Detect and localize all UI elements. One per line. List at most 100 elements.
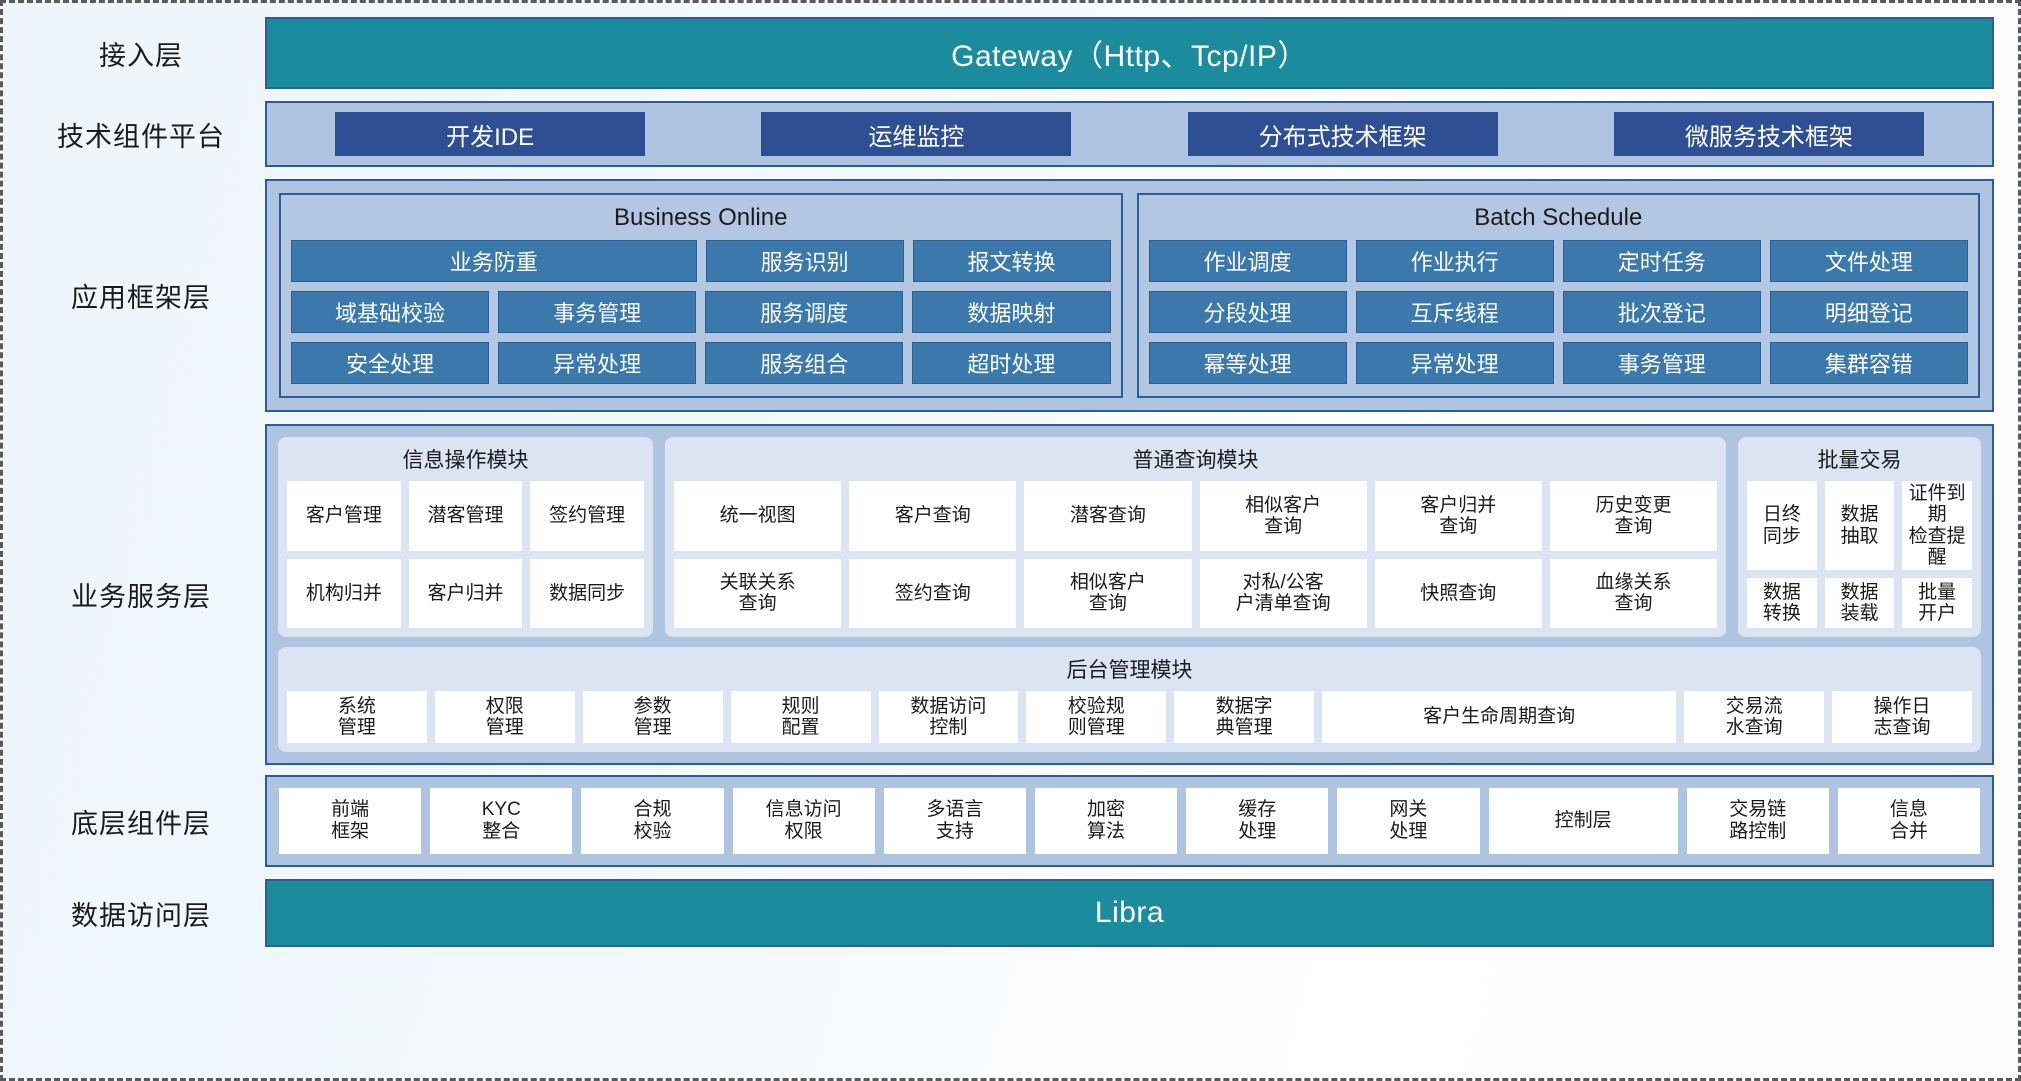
mod-cell-query-2-2[interactable]: 签约查询 [849, 558, 1017, 629]
fw-cell-bo-1-1[interactable]: 业务防重 [291, 240, 697, 282]
fw-cell-bo-1-2[interactable]: 服务识别 [705, 240, 904, 282]
module-grid-batch-transaction: 日终同步 数据抽取 证件到期检查提醒 数据转换 数据装载 批量开户 [1747, 481, 1973, 629]
mod-cell-info-1-1[interactable]: 客户管理 [287, 481, 401, 551]
admin-cell-data-access-control[interactable]: 数据访问控制 [878, 691, 1019, 744]
app-framework-container: Business Online 业务防重 服务识别 报文转换 域基础校验 事务管… [265, 179, 1994, 412]
fw-cell-bs-1-4[interactable]: 文件处理 [1769, 240, 1968, 282]
layer-data-access: 数据访问层 Libra [17, 879, 1994, 948]
fw-cell-bo-3-1[interactable]: 安全处理 [291, 342, 490, 384]
fw-cell-bs-3-3[interactable]: 事务管理 [1562, 342, 1761, 384]
mod-cell-info-1-2[interactable]: 潜客管理 [408, 481, 523, 551]
gateway-bar[interactable]: Gateway（Http、Tcp/IP） [265, 17, 1994, 89]
libra-bar[interactable]: Libra [265, 879, 1994, 948]
admin-cell-customer-lifecycle-query[interactable]: 客户生命周期查询 [1322, 691, 1677, 744]
mod-cell-query-1-3[interactable]: 潜客查询 [1024, 481, 1192, 551]
mod-cell-query-1-1[interactable]: 统一视图 [674, 481, 842, 551]
base-cell-transaction-chain-control[interactable]: 交易链路控制 [1686, 788, 1829, 855]
business-modules-row: 信息操作模块 客户管理 潜客管理 签约管理 机构归并 客户归并 数据同步 [278, 437, 1981, 638]
mod-cell-info-2-1[interactable]: 机构归并 [287, 558, 401, 629]
module-admin-management: 后台管理模块 系统管理 权限管理 参数管理 规则配置 数据访问控制 校验规则管理… [278, 647, 1981, 753]
fw-cell-bo-2-1[interactable]: 域基础校验 [291, 291, 490, 333]
mod-cell-info-2-3[interactable]: 数据同步 [530, 558, 645, 629]
mod-cell-query-1-6[interactable]: 历史变更查询 [1549, 481, 1718, 551]
fw-cell-bo-2-4[interactable]: 数据映射 [912, 291, 1111, 333]
mod-cell-batch-2-3[interactable]: 批量开户 [1902, 578, 1973, 629]
mod-cell-batch-2-1[interactable]: 数据转换 [1747, 578, 1817, 629]
fw-cell-bs-2-4[interactable]: 明细登记 [1769, 291, 1968, 333]
fw-cell-bo-3-2[interactable]: 异常处理 [498, 342, 697, 384]
base-cell-multilanguage-support[interactable]: 多语言支持 [883, 788, 1026, 855]
fw-cell-bs-1-2[interactable]: 作业执行 [1355, 240, 1554, 282]
mod-cell-query-2-4[interactable]: 对私/公客户清单查询 [1199, 558, 1367, 629]
fw-cell-bo-3-3[interactable]: 服务组合 [705, 342, 904, 384]
fw-cell-bo-3-4[interactable]: 超时处理 [912, 342, 1111, 384]
base-cell-control-layer[interactable]: 控制层 [1488, 788, 1678, 855]
mod-cell-query-2-3[interactable]: 相似客户查询 [1024, 558, 1192, 629]
mod-cell-batch-1-2[interactable]: 数据抽取 [1824, 481, 1895, 571]
fw-cell-bs-1-1[interactable]: 作业调度 [1148, 240, 1347, 282]
layer-body-business-service: 信息操作模块 客户管理 潜客管理 签约管理 机构归并 客户归并 数据同步 [265, 424, 1994, 766]
tech-chip-microservice-framework[interactable]: 微服务技术框架 [1613, 112, 1924, 156]
admin-cell-system-mgmt[interactable]: 系统管理 [287, 691, 427, 744]
fw-row: 作业调度 作业执行 定时任务 文件处理 [1148, 240, 1968, 282]
mod-cell-query-2-5[interactable]: 快照查询 [1374, 558, 1542, 629]
fw-cell-bs-3-1[interactable]: 幂等处理 [1148, 342, 1347, 384]
mod-cell-query-1-4[interactable]: 相似客户查询 [1199, 481, 1367, 551]
mod-row: 数据转换 数据装载 批量开户 [1747, 578, 1973, 629]
mod-cell-query-1-5[interactable]: 客户归并查询 [1374, 481, 1542, 551]
base-cell-encryption-algorithm[interactable]: 加密算法 [1034, 788, 1178, 855]
admin-cell-parameter-mgmt[interactable]: 参数管理 [582, 691, 723, 744]
fw-cell-bs-2-3[interactable]: 批次登记 [1562, 291, 1761, 333]
mod-cell-info-2-2[interactable]: 客户归并 [408, 558, 523, 629]
mod-cell-batch-2-2[interactable]: 数据装载 [1824, 578, 1895, 629]
mod-cell-query-1-2[interactable]: 客户查询 [849, 481, 1017, 551]
layer-body-data-access: Libra [265, 879, 1994, 948]
module-grid-common-query: 统一视图 客户查询 潜客查询 相似客户查询 客户归并查询 历史变更查询 关联关系… [674, 481, 1718, 629]
layer-label-app-framework: 应用框架层 [71, 283, 211, 313]
base-cell-cache-processing[interactable]: 缓存处理 [1186, 788, 1329, 855]
panel-business-online: Business Online 业务防重 服务识别 报文转换 域基础校验 事务管… [279, 193, 1123, 398]
fw-cell-bs-3-4[interactable]: 集群容错 [1769, 342, 1968, 384]
admin-cell-permission-mgmt[interactable]: 权限管理 [434, 691, 575, 744]
module-title-info-operation: 信息操作模块 [402, 449, 529, 472]
base-cell-info-access-permission[interactable]: 信息访问权限 [732, 788, 875, 855]
fw-cell-bo-1-3[interactable]: 报文转换 [912, 240, 1111, 282]
mod-row: 客户管理 潜客管理 签约管理 [287, 481, 645, 551]
base-cell-gateway-processing[interactable]: 网关处理 [1337, 788, 1480, 855]
layer-label-base-components: 底层组件层 [71, 808, 211, 839]
mod-cell-info-1-3[interactable]: 签约管理 [530, 481, 645, 551]
admin-cell-rule-config[interactable]: 规则配置 [730, 691, 871, 744]
base-cell-info-merge[interactable]: 信息合并 [1837, 788, 1981, 855]
mod-row: 日终同步 数据抽取 证件到期检查提醒 [1747, 481, 1973, 571]
fw-cell-bo-2-2[interactable]: 事务管理 [498, 291, 697, 333]
grid-business-online: 业务防重 服务识别 报文转换 域基础校验 事务管理 服务调度 数据映射 安全处理 [291, 240, 1111, 384]
base-cell-frontend-framework[interactable]: 前端框架 [279, 788, 422, 855]
mod-cell-batch-1-1[interactable]: 日终同步 [1747, 481, 1817, 571]
mod-cell-batch-1-3[interactable]: 证件到期检查提醒 [1902, 481, 1973, 571]
panel-batch-schedule: Batch Schedule 作业调度 作业执行 定时任务 文件处理 分段处理 … [1136, 193, 1980, 398]
tech-chip-distributed-framework[interactable]: 分布式技术框架 [1187, 112, 1498, 156]
fw-cell-bs-1-3[interactable]: 定时任务 [1562, 240, 1761, 282]
fw-row: 分段处理 互斥线程 批次登记 明细登记 [1148, 291, 1968, 333]
module-common-query: 普通查询模块 统一视图 客户查询 潜客查询 相似客户查询 客户归并查询 历史变更… [665, 437, 1726, 638]
fw-cell-bs-2-1[interactable]: 分段处理 [1148, 291, 1347, 333]
layer-body-app-framework: Business Online 业务防重 服务识别 报文转换 域基础校验 事务管… [265, 179, 1994, 412]
fw-cell-bs-2-2[interactable]: 互斥线程 [1355, 291, 1554, 333]
admin-cell-operation-log-query[interactable]: 操作日志查询 [1832, 691, 1972, 744]
admin-cell-validation-rule-mgmt[interactable]: 校验规则管理 [1026, 691, 1167, 744]
mod-cell-query-2-6[interactable]: 血缘关系查询 [1549, 558, 1718, 629]
tech-chip-ide[interactable]: 开发IDE [335, 112, 646, 156]
admin-cell-data-dictionary-mgmt[interactable]: 数据字典管理 [1174, 691, 1315, 744]
admin-cell-transaction-flow-query[interactable]: 交易流水查询 [1684, 691, 1825, 744]
base-cell-compliance-check[interactable]: 合规校验 [581, 788, 724, 855]
mod-cell-query-2-1[interactable]: 关联关系查询 [674, 558, 842, 629]
fw-cell-bo-2-3[interactable]: 服务调度 [705, 291, 904, 333]
tech-chip-ops-monitor[interactable]: 运维监控 [761, 112, 1072, 156]
business-service-container: 信息操作模块 客户管理 潜客管理 签约管理 机构归并 客户归并 数据同步 [265, 424, 1994, 766]
module-title-admin-management: 后台管理模块 [1066, 659, 1193, 683]
fw-cell-bs-3-2[interactable]: 异常处理 [1355, 342, 1554, 384]
